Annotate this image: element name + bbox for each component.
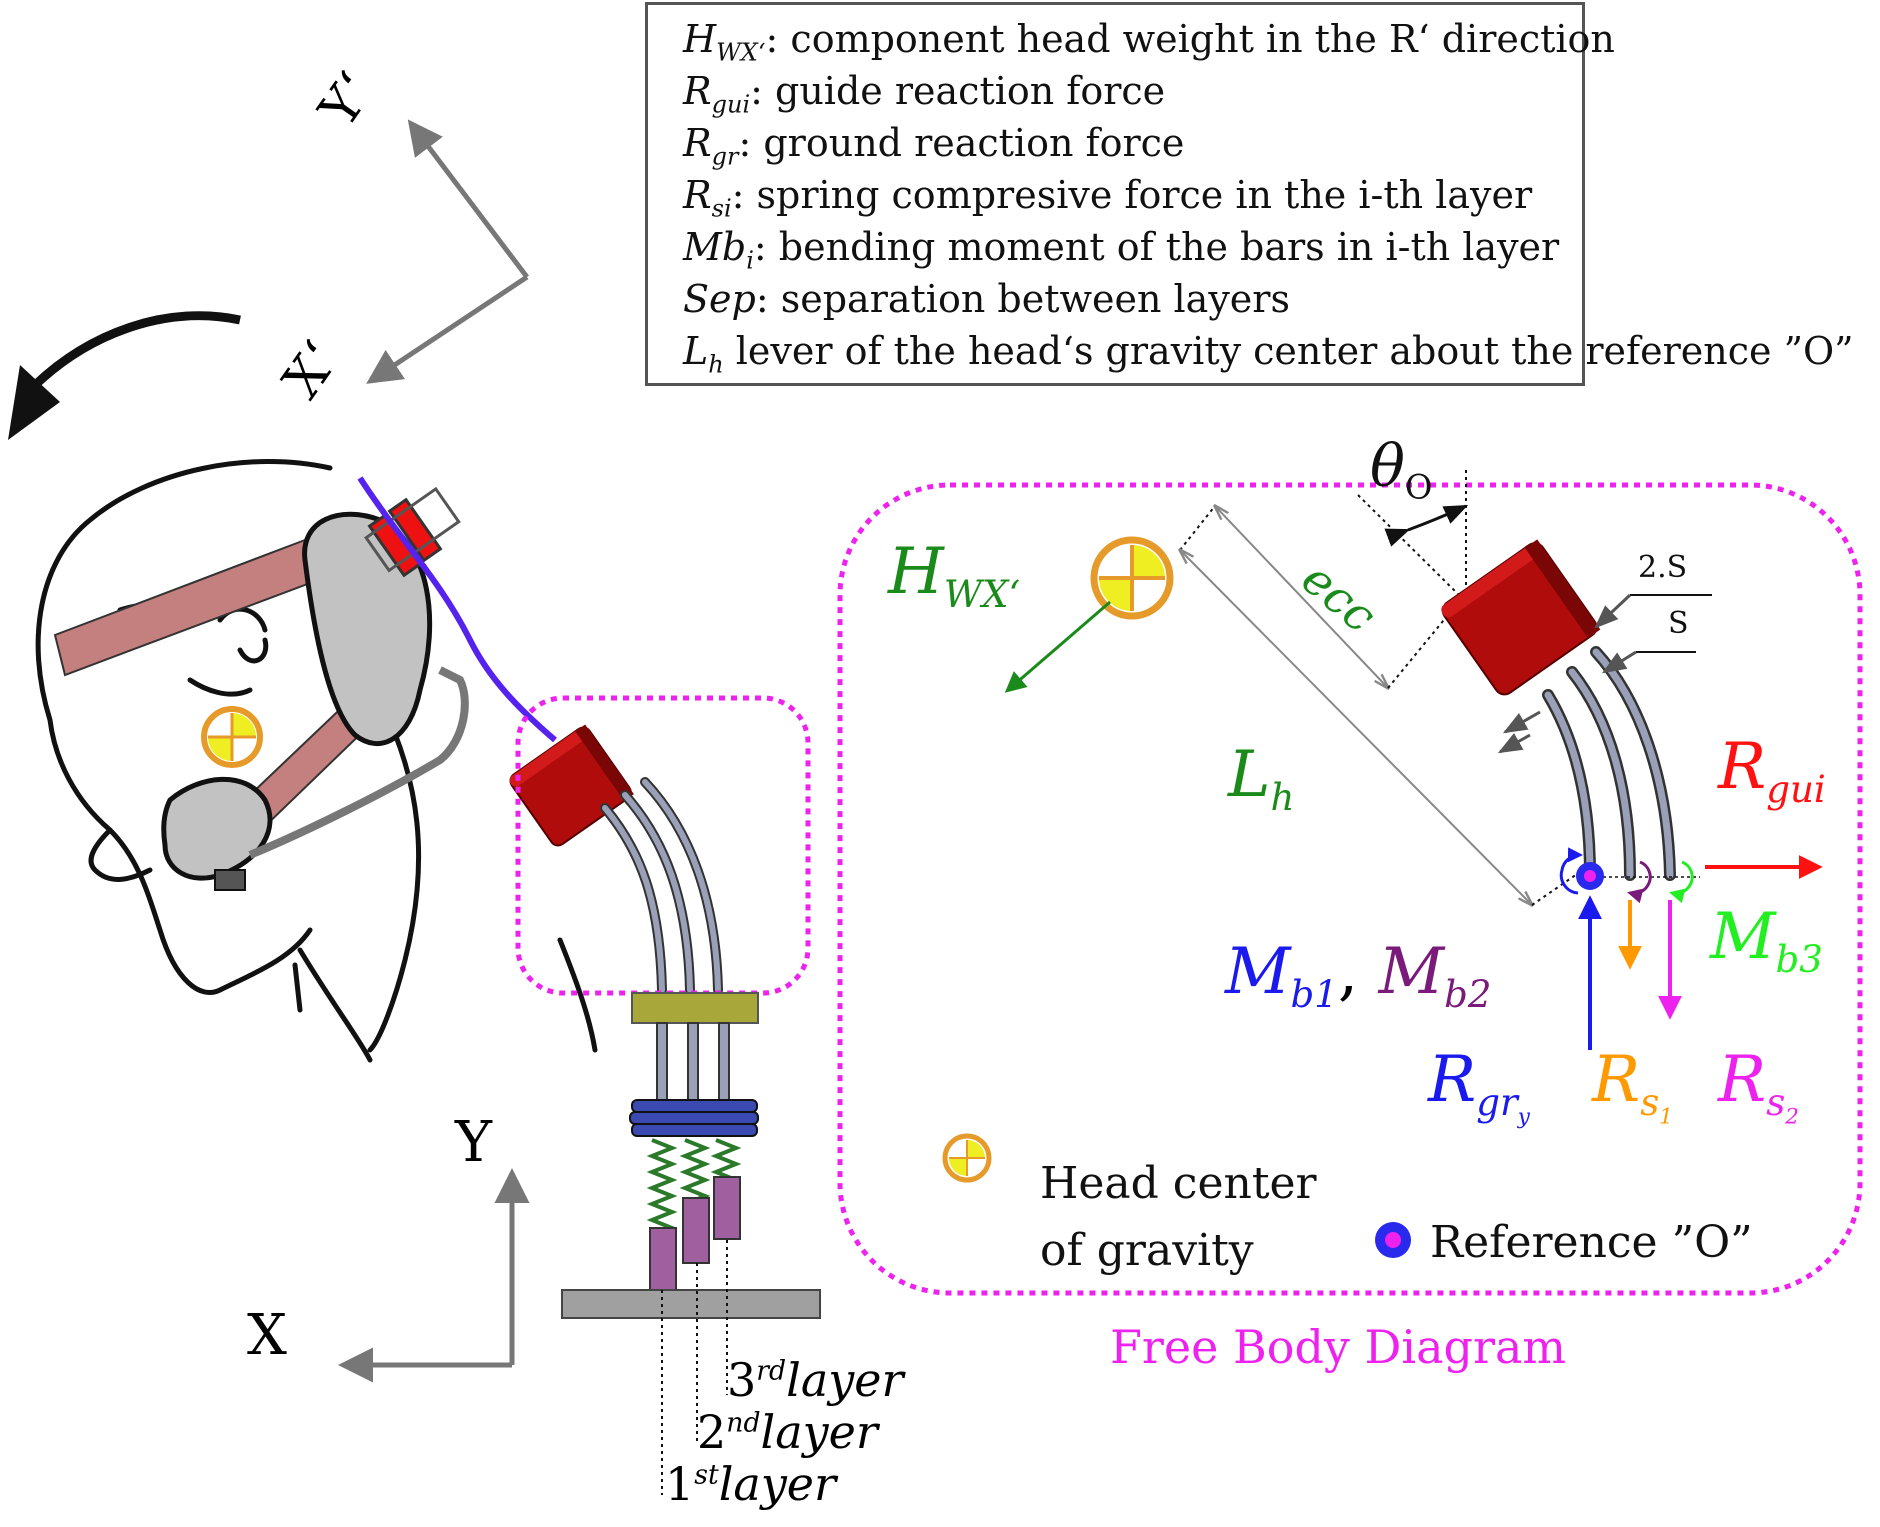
head-cog-marker [201,706,263,768]
legend-cog-text-1: Head center [1040,1158,1317,1209]
layer-leaders [661,1240,728,1495]
legend-cog-icon [942,1133,992,1183]
fbd-title: Free Body Diagram [1110,1320,1567,1374]
rotated-axes [366,119,529,384]
olive-plate [631,992,759,1024]
mb3-label: Mb3 [1710,900,1823,981]
device-block-left [509,724,634,847]
spacing-indicators [1497,593,1712,754]
guide-wire [357,476,557,743]
hw-force-arrow [1004,600,1111,693]
theta-dimension [1357,470,1469,600]
blue-disks [629,1099,759,1137]
legend-item: Mbi: bending moment of the bars in i-th … [683,225,1560,275]
axis-label-y: Y [455,1110,492,1175]
base-plate [561,1289,821,1319]
gap-2s-label: 2.S [1638,550,1688,585]
rgui-label: Rgui [1718,730,1826,811]
fbd-block [1441,539,1601,696]
layer-label-2: 2ndlayer [697,1405,878,1459]
rgry-label: Rgry [1428,1043,1530,1130]
left-magnified-region [515,695,811,996]
theta-label: θO [1370,432,1433,507]
rs2-label: Rs2 [1718,1043,1799,1130]
legend-item: HWX‘: component head weight in the R‘ di… [683,17,1615,67]
legend-item: Rsi: spring compresive force in the i-th… [683,173,1533,223]
gap-s-label: S [1668,606,1689,641]
fbd-frame [837,482,1863,1296]
layer-label-3: 3rdlayer [727,1353,904,1407]
dimension-lines [1180,506,1581,905]
mb1-moment-arc [1559,847,1583,895]
layer-label-1: 1stlayer [665,1457,837,1511]
lh-label: Lh [1228,738,1295,819]
rs1-label: Rs1 [1592,1043,1673,1130]
vertical-bars [656,1022,730,1109]
fbd-head-cog [1090,536,1174,620]
flexion-rotation-arrow [8,311,241,440]
legend-item: Sep: separation between layers [683,277,1290,321]
legend-item: Lh lever of the head‘s gravity center ab… [683,329,1854,379]
legend-item: Rgui: guide reaction force [683,69,1166,119]
fixed-axes [338,1168,530,1383]
hw-label: HWX‘ [888,535,1021,616]
mb1-mb2-label: Mb1, Mb2 [1225,935,1492,1016]
helmet-pads [161,511,469,891]
legend-item: Rgr: ground reaction force [683,121,1185,171]
legend-cog-text-2: of gravity [1040,1225,1254,1276]
fbd-bars [1542,646,1676,881]
legend-reference-icon [1375,1222,1411,1258]
axis-label-x: X [247,1303,287,1368]
mb2-moment-arc [1627,860,1652,904]
reference-o-marker [1576,862,1604,890]
device-bars-left [600,777,723,995]
legend-box: HWX‘: component head weight in the R‘ di… [645,2,1854,386]
legend-reference-text: Reference ”O” [1430,1217,1753,1268]
mb3-moment-arc [1669,860,1694,904]
